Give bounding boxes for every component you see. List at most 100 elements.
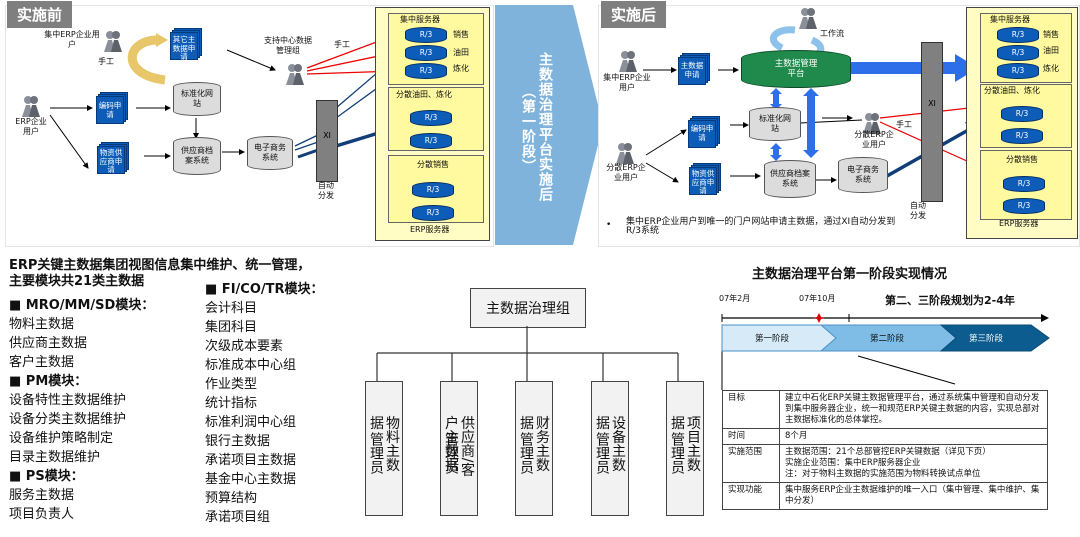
server-label-refinery: 炼化 [453, 64, 469, 73]
module-item: 标准利润中心组 [205, 415, 297, 430]
material-request-doc: 物资供应商申请 [97, 142, 129, 174]
org-child-role: 财务主数据 [518, 415, 550, 472]
r3-db: R/3 [405, 63, 447, 79]
before-tag: 实施前 [7, 1, 73, 28]
server-label-oilfield: 油田 [453, 48, 469, 57]
central-server-title: 集中服务器 [400, 15, 440, 24]
server-label-sales: 销售 [453, 30, 469, 39]
org-child-role: 供应商/客户主数据 [443, 415, 475, 476]
module-item: 次级成本要素 [205, 339, 284, 354]
r3-db: R/3 [997, 63, 1039, 79]
erp-servers-footer: ERP服务器 [410, 225, 450, 234]
module-item: 客户主数据 [9, 355, 75, 370]
note-bullet: • [606, 220, 612, 230]
date-start: 07年2月 [719, 294, 751, 303]
erp-user-label: ERP企业用户 [15, 117, 47, 136]
module-item: 基金中心主数据 [205, 472, 297, 487]
org-child-role: 物料主数据 [368, 415, 400, 472]
xi-bar: XI [316, 100, 338, 182]
phase-timeline [721, 313, 1050, 390]
person-icon [104, 31, 122, 52]
auto-dispatch-label: 自动分发 [318, 181, 334, 200]
module-heading: ■ PS模块： [9, 469, 84, 484]
auto-dispatch-label: 自动分发 [910, 201, 926, 220]
stage-3-label: 第三阶段 [969, 334, 1004, 344]
dist-erp-user-label-2: 分散ERP企业用户 [854, 130, 894, 149]
supplier-archive-db: 供应商档案系统 [764, 160, 816, 198]
dist-erp-user-label: 分散ERP企业用户 [606, 163, 646, 182]
arrow-erp-to-material [49, 114, 89, 169]
dist-erp-user-icon-2 [863, 113, 881, 134]
org-child-admin: 管理员 [594, 432, 610, 474]
module-heading: ■ FI/CO/TR模块： [205, 282, 324, 297]
plan-note: 第二、三阶段规划为2-4年 [885, 294, 1015, 307]
r3-db: R/3 [1001, 106, 1043, 122]
r3-db: R/3 [1003, 198, 1045, 214]
central-erp-user-label: 集中ERP企业用户 [603, 73, 651, 92]
md-platform-db: 主数据管理平台 [741, 50, 851, 88]
module-item: 承诺项目主数据 [205, 453, 297, 468]
transition-arrow [495, 5, 603, 245]
erp-servers-footer: ERP服务器 [999, 219, 1039, 228]
phase-info-table: 目标建立中石化ERP关键主数据管理平台，通过系统集中管理和自动分发到集中服务器企… [722, 390, 1048, 510]
std-site-db: 标准化网站 [173, 82, 221, 116]
dist-sales-title: 分散销售 [1006, 155, 1038, 164]
modules-left-list: ■ MRO/MM/SD模块： 物料主数据供应商主数据客户主数据 ■ PM模块： 设备特… [9, 296, 154, 524]
r3-db: R/3 [412, 182, 454, 198]
workflow-person-icon [799, 8, 817, 29]
module-item: 物料主数据 [9, 317, 75, 332]
central-erp-user-icon [619, 51, 637, 72]
org-child-admin: 管理员 [368, 432, 384, 474]
module-item: 供应商主数据 [9, 336, 88, 351]
modules-title: ERP关键主数据集团视图信息集中维护、统一管理， 主要模块共21类主数据 [9, 258, 311, 289]
std-site-db: 标准化网站 [749, 107, 801, 141]
r3-db: R/3 [1003, 176, 1045, 192]
r3-db: R/3 [405, 27, 447, 43]
ecommerce-db: 电子商务系统 [247, 136, 293, 170]
manual-label-2: 手工 [334, 40, 350, 49]
org-child-box: 设备主数据管理员 [591, 381, 629, 516]
manual-label: 手工 [896, 120, 912, 129]
module-item: 集团科目 [205, 320, 258, 335]
support-group-label: 支持中心数据管理组 [264, 36, 312, 55]
code-request-doc: 编码申请 [96, 92, 128, 124]
dist-sales-title: 分散销售 [417, 160, 449, 169]
org-connectors [376, 326, 679, 381]
module-item: 设备特性主数据维护 [9, 393, 127, 408]
code-request-doc: 编码申请 [688, 116, 720, 148]
module-item: 设备维护策略制定 [9, 431, 114, 446]
module-heading: ■ MRO/MM/SD模块： [9, 298, 155, 313]
server-label-refinery: 炼化 [1043, 64, 1059, 73]
r3-db: R/3 [1001, 128, 1043, 144]
table-row: 实施范围主数据范围：21个总部管控ERP关键数据（详见下页）实施企业范围：集中E… [722, 444, 1048, 483]
dist-oil-title: 分散油田、炼化 [984, 86, 1040, 95]
module-item: 预算结构 [205, 491, 258, 506]
org-child-role: 项目主数据 [669, 415, 701, 472]
other-request-doc: 其它主数据申请 [170, 28, 202, 61]
module-item: 会计科目 [205, 301, 258, 316]
module-item: 服务主数据 [9, 488, 75, 503]
central-server-title: 集中服务器 [990, 15, 1030, 24]
module-item: 标准成本中心组 [205, 358, 297, 373]
r3-db: R/3 [997, 45, 1039, 61]
module-item: 设备分类主数据维护 [9, 412, 127, 427]
module-item: 承诺项目组 [205, 510, 271, 525]
transition-subtitle: （第一阶段） [520, 84, 536, 174]
modules-right-list: ■ FI/CO/TR模块：会计科目集团科目次级成本要素标准成本中心组作业类型统计… [205, 280, 324, 527]
arrow-other-to-support [226, 49, 276, 71]
transition-title: 主数据治理平台实施后 [537, 52, 553, 202]
stage-1-label: 第一阶段 [755, 334, 790, 344]
central-erp-user-label: 集中ERP企业用户 [44, 30, 100, 49]
server-label-sales: 销售 [1043, 30, 1059, 39]
org-child-admin: 管理员 [443, 432, 459, 474]
org-child-box: 物料主数据管理员 [365, 381, 403, 516]
module-item: 银行主数据 [205, 434, 271, 449]
erp-user-icon [22, 96, 40, 117]
org-root: 主数据治理组 [470, 288, 586, 328]
module-heading: ■ PM模块： [9, 374, 88, 389]
yellow-curve-arrow [127, 35, 166, 85]
material-request-doc: 物资供应商申请 [689, 163, 721, 195]
org-child-admin: 管理员 [518, 432, 534, 474]
stage-3-chevron [939, 324, 1050, 352]
